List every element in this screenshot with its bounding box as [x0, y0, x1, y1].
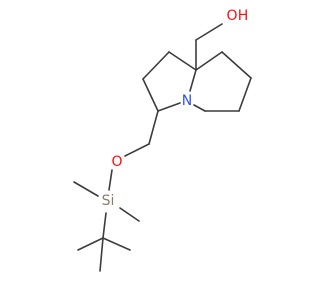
bond-cq-me1	[77, 237, 104, 251]
atom-hydroxyl-oxygen: O	[226, 8, 237, 24]
atom-ring-nitrogen: N	[182, 93, 192, 109]
bond-ch2oh-o	[195, 23, 223, 41]
bond-si-cq	[102, 212, 107, 239]
bond-c8a-c1	[168, 51, 197, 71]
molecule-svg: O H N O Si	[73, 8, 252, 272]
bond-layer	[73, 23, 252, 272]
bond-ch2-o	[124, 143, 150, 157]
atom-ether-oxygen: O	[111, 154, 122, 170]
bond-c3-ch2	[148, 110, 159, 145]
bond-c5-n	[193, 104, 206, 112]
bond-si-me1	[73, 181, 99, 197]
atom-hydroxyl-hydrogen: H	[238, 8, 249, 24]
bond-c8-c7	[221, 51, 252, 79]
bond-si-me2	[119, 207, 140, 222]
bond-cq-me2	[99, 237, 104, 272]
atom-silicon: Si	[102, 193, 115, 209]
structure-diagram: O H N O Si	[73, 8, 252, 272]
bond-c2-c3	[142, 78, 159, 112]
bond-c7-c6	[238, 77, 252, 112]
bond-o-si	[108, 169, 113, 191]
bond-c3-n	[157, 102, 181, 112]
bond-n-c8a	[189, 69, 197, 92]
bond-c1-c2	[142, 51, 170, 80]
bond-cq-me3	[102, 237, 131, 251]
bond-c8a-c8	[195, 51, 223, 71]
